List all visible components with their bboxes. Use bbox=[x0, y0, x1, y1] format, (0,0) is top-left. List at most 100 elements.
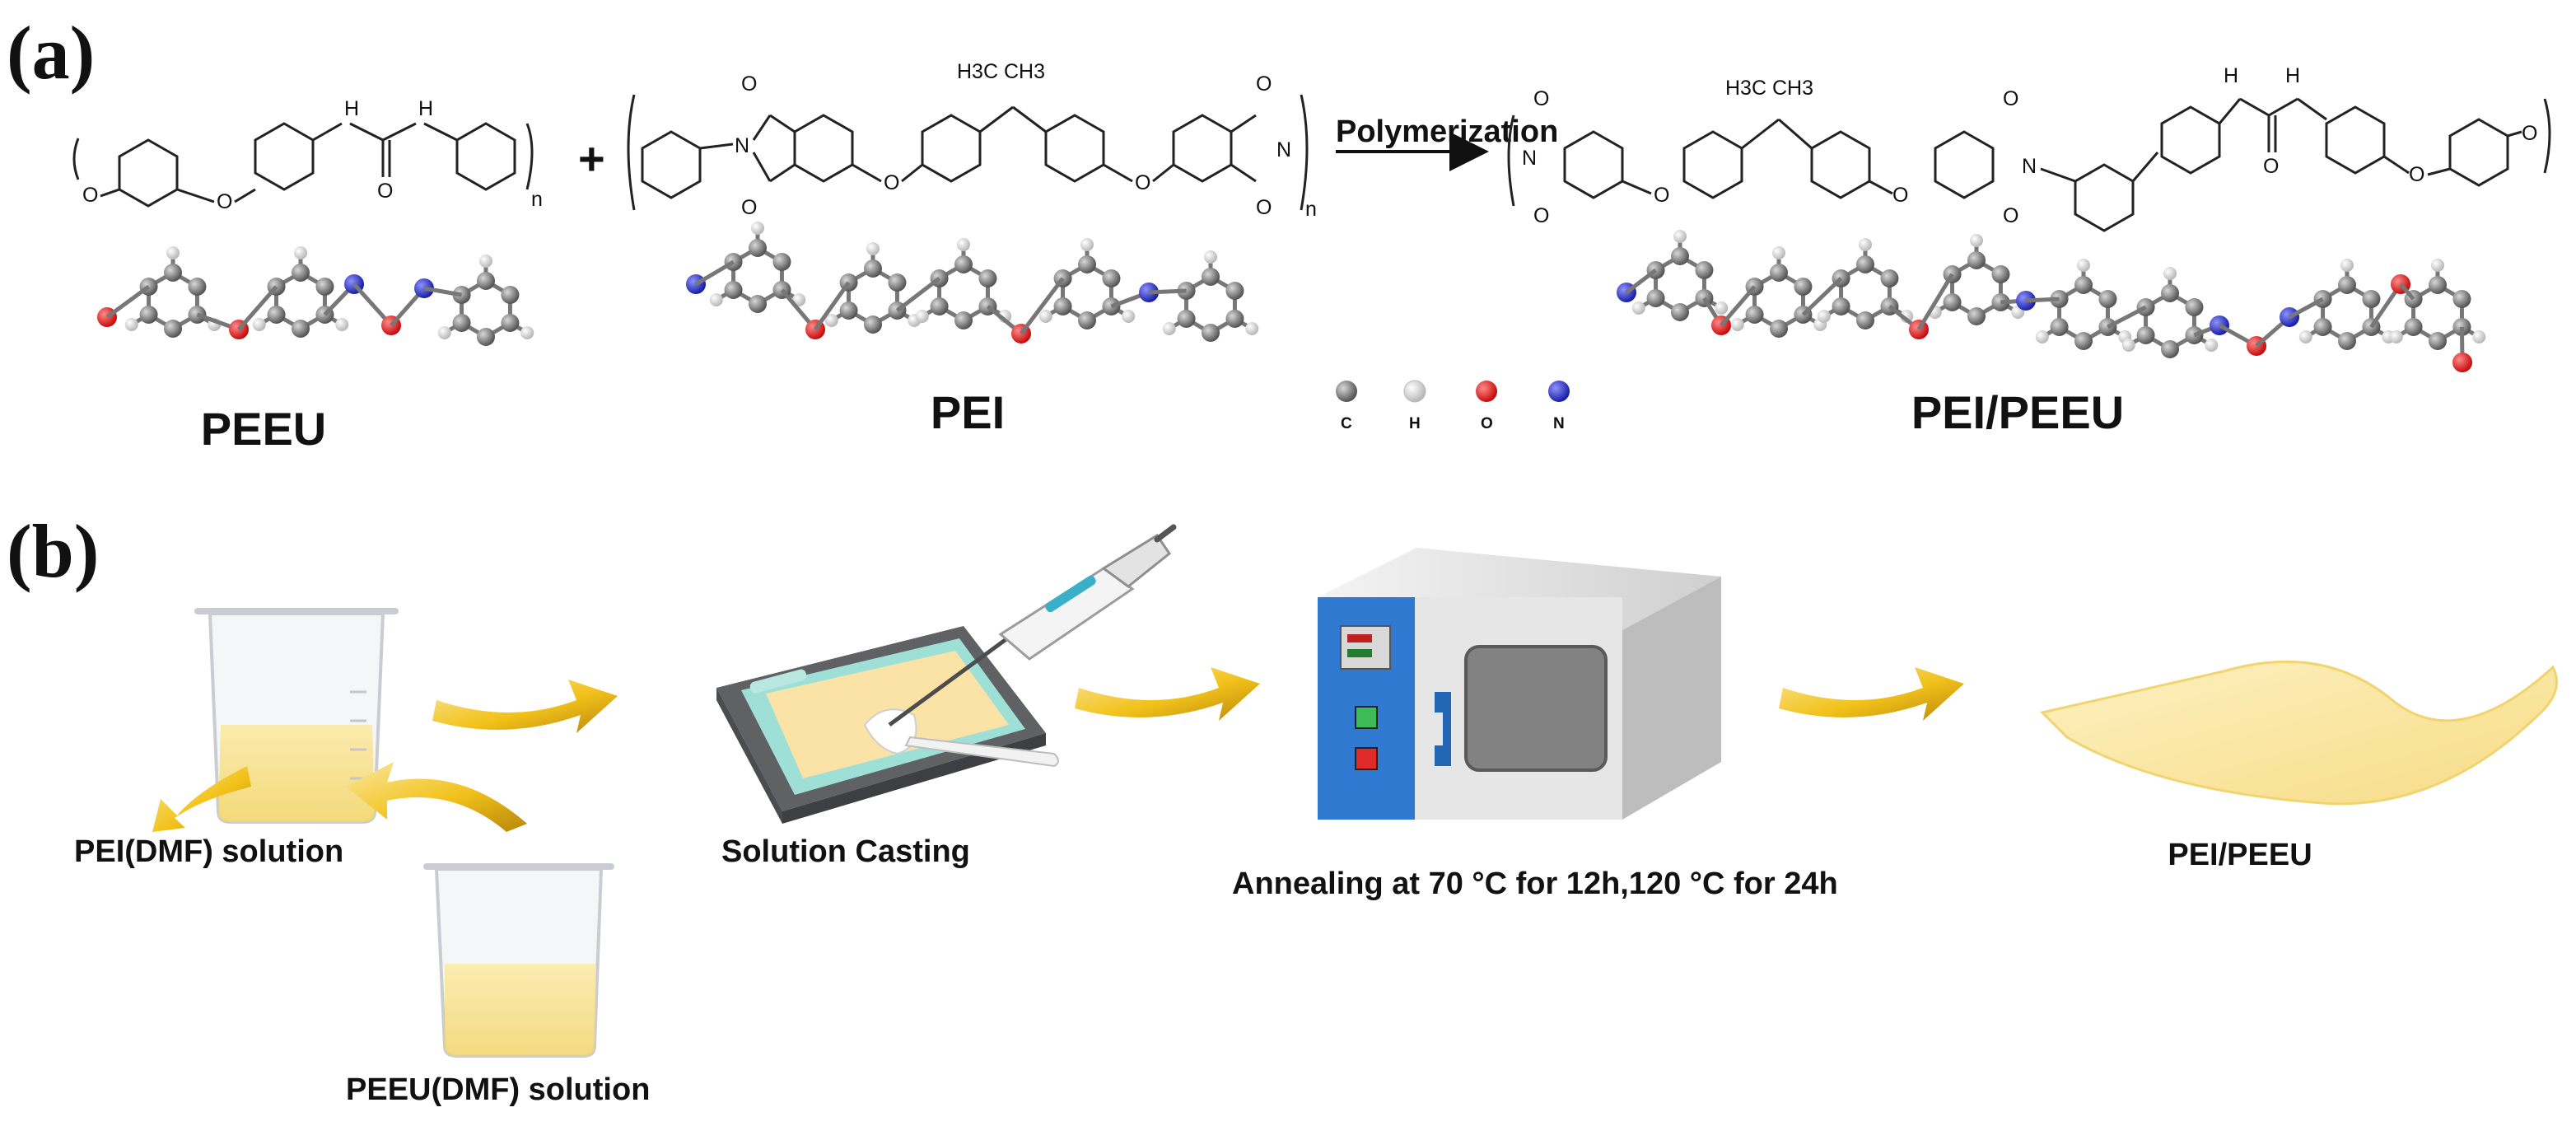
methyl-label: H3C CH3 bbox=[1725, 77, 1813, 100]
model-atom bbox=[1817, 310, 1831, 323]
o-atom-label: O bbox=[2003, 204, 2018, 227]
pei-peeu-film bbox=[2040, 660, 2558, 806]
model-atom bbox=[1162, 322, 1176, 335]
model-atom bbox=[2404, 318, 2423, 336]
model-atom bbox=[294, 246, 307, 259]
o-atom-label: O bbox=[2409, 163, 2424, 186]
model-atom bbox=[2074, 276, 2093, 294]
atom-legend: C H O N bbox=[1336, 380, 1570, 432]
pei-name: PEI bbox=[931, 386, 1005, 438]
oven-start-button[interactable] bbox=[1355, 706, 1378, 729]
product-name: PEI/PEEU bbox=[1911, 386, 2124, 438]
model-atom bbox=[1646, 289, 1665, 307]
model-atom bbox=[2429, 332, 2447, 350]
model-atom bbox=[1745, 306, 1764, 324]
nh-atom-label: H bbox=[2285, 64, 2300, 87]
methyl-label: H3C CH3 bbox=[957, 60, 1045, 83]
product-structural-formula: N O O O H3C CH3 O O O N H O H O bbox=[1507, 64, 2551, 232]
model-atom bbox=[1038, 310, 1052, 323]
model-atom bbox=[1695, 261, 1714, 279]
model-atom bbox=[2163, 267, 2177, 280]
model-atom bbox=[2429, 276, 2447, 294]
model-atom bbox=[166, 246, 180, 259]
pei-solution-label: PEI(DMF) solution bbox=[74, 834, 343, 869]
model-atom bbox=[2313, 318, 2332, 336]
panel-a-label: (a) bbox=[7, 11, 95, 95]
model-atom bbox=[315, 278, 334, 296]
o-atom-label: O bbox=[1654, 184, 1669, 207]
pei-structural-formula: N O O O H3C CH3 O O O N n bbox=[627, 60, 1317, 221]
model-atom bbox=[1202, 324, 1220, 342]
peeu-name: PEEU bbox=[201, 403, 327, 455]
model-bond bbox=[237, 285, 278, 331]
o-atom-label: O bbox=[1256, 196, 1272, 219]
n-atom-label: N bbox=[2022, 155, 2037, 178]
n-atom-label: N bbox=[1276, 138, 1291, 161]
o-atom-label: O bbox=[1533, 87, 1549, 110]
model-atom bbox=[1770, 264, 1788, 282]
model-atom bbox=[292, 264, 310, 282]
model-atom bbox=[1794, 278, 1813, 296]
model-atom bbox=[749, 295, 767, 313]
model-atom bbox=[724, 281, 743, 299]
o-atom-label: O bbox=[741, 72, 757, 96]
model-bond bbox=[1720, 285, 1757, 327]
model-atom bbox=[1078, 311, 1096, 329]
oven-door-handle[interactable] bbox=[1435, 692, 1451, 766]
model-bond bbox=[2025, 297, 2060, 303]
model-atom bbox=[866, 242, 880, 255]
peeu-solution-label: PEEU(DMF) solution bbox=[346, 1072, 650, 1107]
film-label: PEI/PEEU bbox=[2168, 838, 2312, 872]
model-atom bbox=[957, 238, 970, 251]
flow-arrow-mixing bbox=[346, 762, 527, 832]
product-ball-stick-model bbox=[1617, 230, 2486, 372]
model-atom bbox=[954, 311, 973, 329]
model-atom bbox=[954, 255, 973, 273]
model-atom bbox=[1177, 310, 1196, 328]
model-atom bbox=[2472, 330, 2486, 343]
model-atom bbox=[824, 314, 838, 327]
flow-arrow-to-casting bbox=[432, 680, 618, 733]
model-atom bbox=[1671, 247, 1689, 265]
flow-arrow-pour bbox=[152, 766, 251, 832]
model-bond bbox=[105, 284, 151, 320]
repeat-n: n bbox=[531, 188, 543, 211]
model-atom bbox=[2077, 259, 2090, 272]
model-atom bbox=[1880, 269, 1899, 287]
model-atom bbox=[1770, 320, 1788, 338]
model-atom bbox=[267, 306, 286, 324]
o-atom-label: O bbox=[217, 190, 232, 213]
o-atom-label: O bbox=[2263, 155, 2279, 178]
model-atom bbox=[1715, 301, 1729, 315]
o-atom-label: O bbox=[1533, 204, 1549, 227]
model-atom bbox=[709, 293, 723, 306]
model-atom bbox=[1225, 282, 1244, 300]
model-atom bbox=[1673, 230, 1687, 243]
model-bond bbox=[2399, 283, 2415, 301]
model-atom bbox=[2362, 290, 2381, 308]
model-bond bbox=[1625, 269, 1658, 294]
model-atom bbox=[1856, 311, 1874, 329]
model-atom bbox=[252, 318, 266, 331]
model-bond bbox=[1020, 277, 1065, 335]
model-bond bbox=[2288, 297, 2324, 320]
oven-display bbox=[1340, 625, 1391, 670]
model-atom bbox=[2340, 259, 2354, 272]
model-atom bbox=[292, 320, 310, 338]
model-atom bbox=[2121, 339, 2135, 352]
model-atom bbox=[479, 255, 492, 268]
model-atom bbox=[1832, 297, 1850, 315]
oven-window bbox=[1464, 645, 1608, 772]
model-atom bbox=[2431, 259, 2444, 272]
repeat-n: n bbox=[1305, 198, 1317, 221]
model-atom bbox=[864, 259, 882, 278]
model-bond bbox=[694, 259, 735, 287]
model-atom bbox=[978, 269, 997, 287]
model-atom bbox=[335, 318, 349, 331]
o-atom-label: O bbox=[1892, 184, 1908, 207]
spatula-handle bbox=[904, 736, 1059, 768]
oven-stop-button[interactable] bbox=[1355, 747, 1378, 770]
nh-atom-label: H bbox=[418, 97, 433, 120]
model-atom bbox=[839, 301, 858, 320]
legend-hydrogen-label: H bbox=[1409, 415, 1421, 432]
